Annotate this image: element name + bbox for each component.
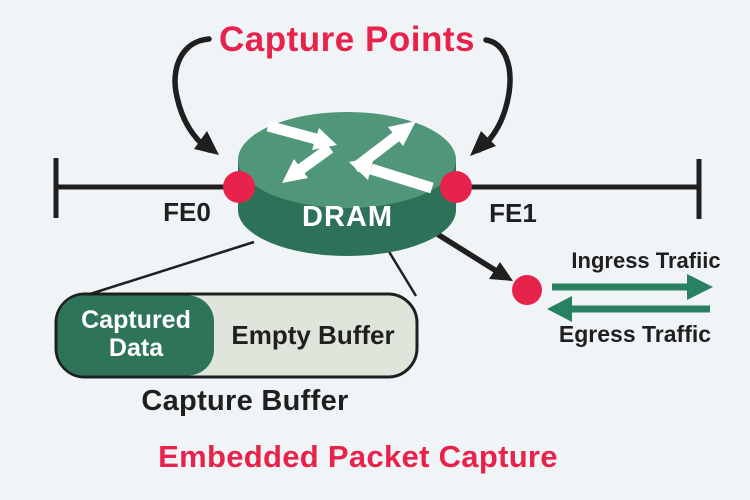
- curved-arrow-right-icon: [470, 37, 513, 156]
- buffer-connector-line-right: [386, 249, 418, 297]
- curved-arrow-right-shaft: [476, 37, 513, 153]
- routing-arrow-in-right-shaft: [369, 163, 434, 194]
- interface-label-fe0: FE0: [163, 197, 211, 227]
- router-icon: [238, 112, 456, 256]
- routing-arrow-out-bottomleft-shaft: [297, 143, 334, 174]
- ingress-arrow-right-icon: [552, 274, 713, 300]
- captured-data-label: Captured Data: [81, 306, 191, 362]
- traffic-pointer-shaft: [432, 229, 500, 275]
- capture-points-title: Capture Points: [219, 20, 475, 59]
- diagram-title: Embedded Packet Capture: [158, 439, 558, 474]
- routing-arrow-in-right-head: [349, 157, 374, 180]
- router-memory-label: DRAM: [302, 201, 393, 233]
- curved-arrow-left-head: [194, 131, 219, 155]
- ingress-arrow-head: [687, 274, 713, 300]
- curved-arrow-right-head: [470, 131, 496, 156]
- interface-label-fe1: FE1: [489, 198, 537, 228]
- ingress-traffic-label: Ingress Trafiic: [571, 248, 721, 273]
- capture-buffer-box: [54, 292, 419, 379]
- routing-arrow-in-left-head: [312, 128, 337, 150]
- curved-arrow-left-icon: [172, 36, 219, 155]
- egress-arrow-head: [547, 296, 572, 322]
- routing-arrow-out-topright-head: [388, 121, 416, 146]
- capture-point-dot-right: [440, 171, 472, 203]
- egress-arrow-left-icon: [547, 296, 710, 322]
- routing-arrows-icon: [266, 120, 434, 194]
- traffic-pointer-arrow-icon: [432, 229, 513, 281]
- capture-point-dot-traffic: [512, 275, 542, 305]
- curved-arrow-left-shaft: [172, 36, 212, 153]
- routing-arrow-out-bottomleft-head: [282, 159, 308, 183]
- buffer-captured-section: [57, 295, 214, 376]
- buffer-connector-line-left: [89, 240, 255, 296]
- routing-arrow-in-left-shaft: [266, 120, 318, 145]
- empty-buffer-label: Empty Buffer: [231, 320, 395, 350]
- traffic-pointer-head: [489, 262, 513, 281]
- capture-buffer-caption: Capture Buffer: [141, 385, 349, 417]
- capture-point-dot-left: [223, 171, 255, 203]
- egress-traffic-label: Egress Traffic: [558, 321, 712, 347]
